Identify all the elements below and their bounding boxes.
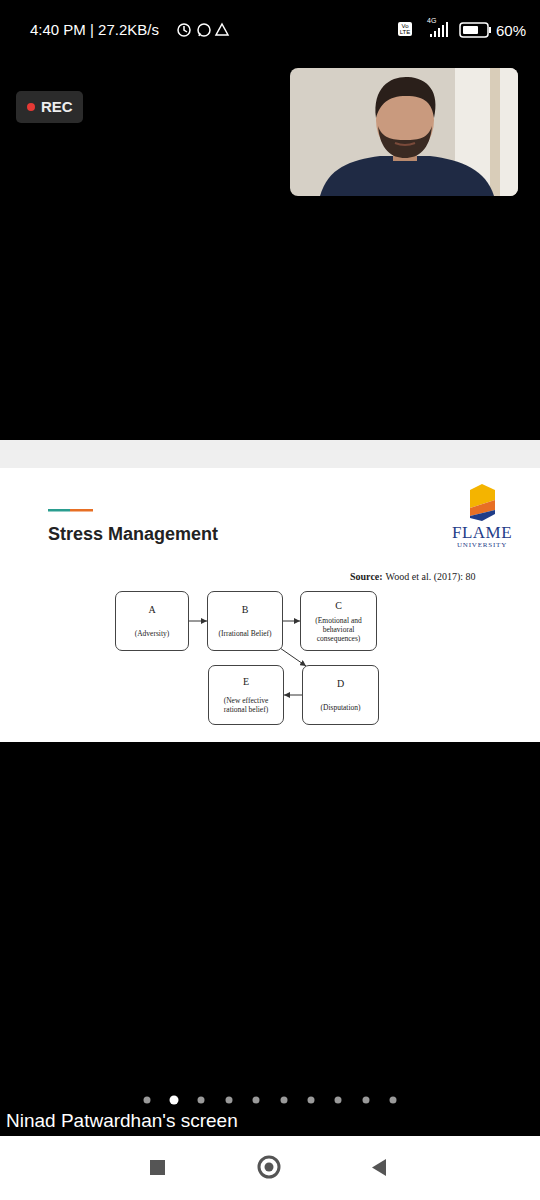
- rec-dot: [27, 103, 35, 111]
- nav-back: [372, 1159, 386, 1176]
- signal-bars: [430, 22, 448, 37]
- status-time: 4:40 PM | 27.2KB/s: [30, 21, 159, 38]
- logo-wordmark: FLAME: [452, 524, 512, 541]
- page-indicator: [144, 1096, 397, 1105]
- accent-line: [48, 509, 70, 512]
- battery-percent: 60%: [496, 22, 526, 39]
- process-box: B (Irrational Belief): [207, 591, 283, 651]
- arrow-connector: [283, 621, 300, 622]
- box-letter: A: [148, 604, 155, 615]
- arrow-connector: [280, 648, 306, 666]
- logo-text-group: FLAMEUNIVERSITY: [443, 524, 521, 549]
- screen-share-caption: Ninad Patwardhan's screen: [6, 1110, 238, 1132]
- university-logo: [470, 484, 495, 521]
- arrow-connector: [284, 695, 302, 696]
- recording-indicator: REC: [41, 98, 73, 115]
- source-citation: Wood et al. (2017): 80: [386, 571, 476, 582]
- nav-bar: [0, 1136, 540, 1200]
- process-box: E (New effective rational belief): [208, 665, 284, 725]
- accent-line: [70, 509, 93, 512]
- logo-subword: UNIVERSITY: [457, 541, 507, 549]
- box-description: (Adversity): [135, 629, 170, 638]
- slide-title: Stress Management: [48, 524, 218, 545]
- webcam-video: [290, 68, 518, 196]
- slide-area: A (Adversity) B (Irrational Belief) C (Emotio…: [0, 440, 540, 742]
- rec-badge: [16, 91, 83, 123]
- process-box: A (Adversity): [115, 591, 189, 651]
- source-row: Source:Wood et al. (2017): 80: [350, 571, 476, 582]
- process-box: C (Emotional and behavioral consequences): [300, 591, 377, 651]
- nav-recents: [150, 1160, 165, 1175]
- slide-ground: [0, 440, 540, 742]
- status-icons: [178, 24, 228, 36]
- network-type: 4G: [427, 17, 436, 24]
- arrow-connector: [189, 621, 207, 622]
- box-letter: C: [335, 600, 342, 611]
- box-letter: E: [243, 676, 249, 687]
- nav-home: [265, 1163, 274, 1172]
- box-description: (New effective rational belief): [212, 696, 280, 714]
- slide-top-band: [0, 440, 540, 468]
- box-letter: B: [242, 604, 249, 615]
- source-key: Source:: [350, 571, 383, 582]
- box-letter: D: [337, 678, 344, 689]
- nav-home: [259, 1157, 279, 1177]
- battery-icon: [460, 23, 491, 37]
- volte-icon: Vo LTE: [398, 22, 412, 36]
- process-box: D (Disputation): [302, 665, 379, 725]
- box-description: (Disputation): [321, 703, 361, 712]
- box-description: (Irrational Belief): [218, 629, 271, 638]
- box-description: (Emotional and behavioral consequences): [304, 616, 373, 643]
